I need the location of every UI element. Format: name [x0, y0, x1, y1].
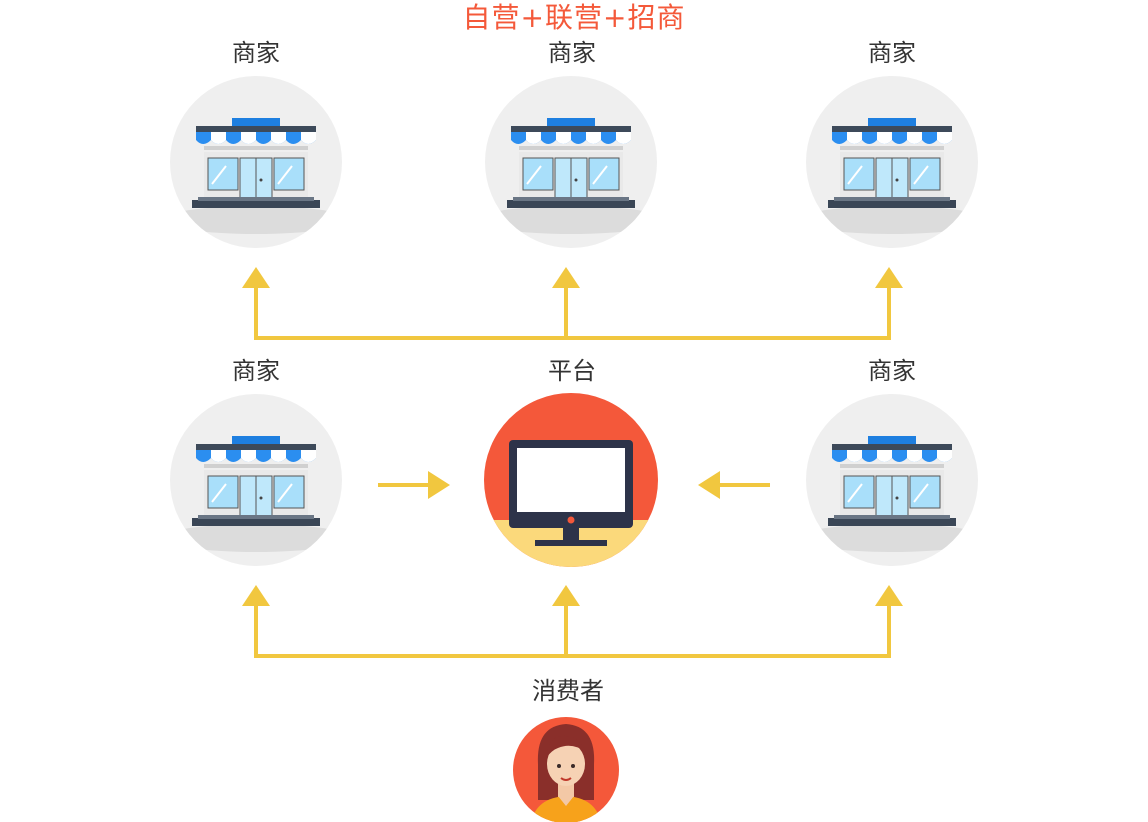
diagram-title: 自营+联营+招商	[462, 1, 686, 34]
label-merchant-top-right: 商家	[868, 39, 916, 67]
arrowhead-up	[552, 585, 580, 606]
merchant-top-right-node	[797, 76, 987, 248]
arrowhead-up	[552, 267, 580, 288]
store-icon	[161, 76, 351, 248]
merchant-top-center-node	[476, 76, 666, 248]
store-icon	[797, 76, 987, 248]
consumer-to-middle-connector	[254, 602, 891, 658]
arrowhead-up	[242, 267, 270, 288]
label-merchant-mid-left: 商家	[232, 357, 280, 385]
merchant-mid-right-node	[797, 394, 987, 566]
label-merchant-mid-right: 商家	[868, 357, 916, 385]
label-merchant-top-center: 商家	[548, 39, 596, 67]
merchant-right-to-platform-arrow	[698, 471, 770, 499]
arrowheads-middle	[242, 585, 903, 606]
merchant-left-to-platform-arrow	[378, 471, 450, 499]
store-icon	[161, 394, 351, 566]
consumer-node	[513, 717, 619, 822]
store-icon	[476, 76, 666, 248]
merchant-mid-left-node	[161, 394, 351, 566]
monitor-icon	[484, 393, 658, 567]
label-merchant-top-left: 商家	[232, 39, 280, 67]
woman-avatar-icon	[513, 717, 619, 822]
label-consumer: 消费者	[532, 677, 604, 705]
arrowhead-up	[875, 267, 903, 288]
arrowheads-top	[242, 267, 903, 288]
merchant-top-left-node	[161, 76, 351, 248]
store-icon	[797, 394, 987, 566]
platform-node	[484, 393, 658, 567]
platform-to-top-connector	[254, 284, 891, 340]
label-platform: 平台	[548, 357, 596, 385]
arrowhead-up	[242, 585, 270, 606]
arrowhead-up	[875, 585, 903, 606]
